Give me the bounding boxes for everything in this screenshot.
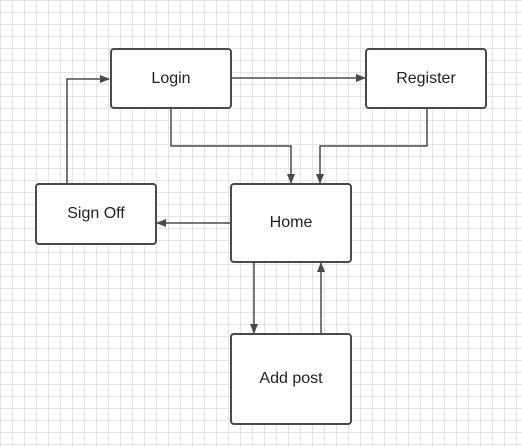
home-label: Home (269, 214, 313, 231)
edge-register-home (316, 109, 428, 184)
home-node: Home (230, 183, 352, 263)
edge-login-home (170, 109, 295, 184)
signoff-label: Sign Off (67, 205, 125, 222)
addpost-label: Add post (259, 370, 323, 387)
login-node: Login (110, 48, 232, 109)
edge-signoff-login (66, 75, 110, 183)
register-node: Register (365, 48, 487, 109)
register-label: Register (396, 69, 456, 87)
login-label: Login (151, 69, 191, 87)
signoff-node: Sign Off (35, 183, 157, 245)
addpost-node: Add post (230, 333, 352, 425)
